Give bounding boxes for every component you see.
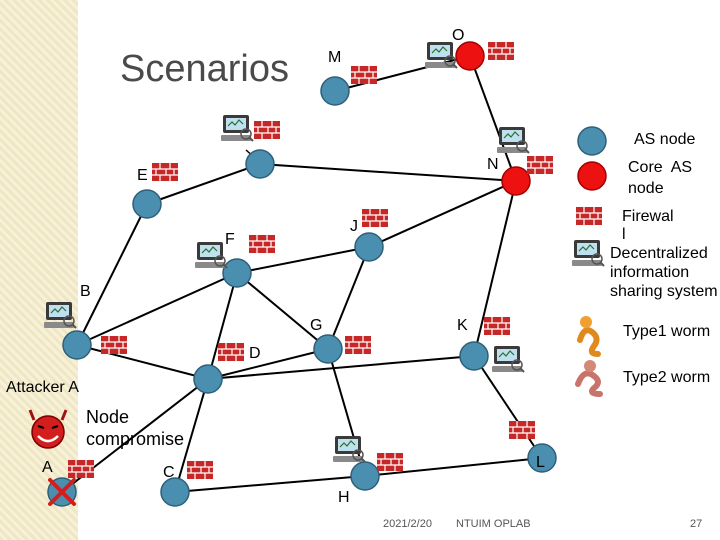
legend-core-node: Core AS node xyxy=(628,159,693,197)
firewall-icon xyxy=(508,420,536,440)
footer-date: 2021/2/20 xyxy=(383,518,432,530)
as-node-top xyxy=(245,149,275,179)
as-node-c xyxy=(160,477,190,507)
firewall-icon xyxy=(483,316,511,336)
devil-icon xyxy=(28,409,68,449)
link-c-h xyxy=(174,475,366,493)
link-n-k xyxy=(473,180,517,357)
link-f-j xyxy=(236,246,370,274)
type1-worm-icon xyxy=(577,316,601,357)
computer-icon xyxy=(332,435,366,463)
node-label-a: A xyxy=(42,459,53,476)
footer-org: NTUIM OPLAB xyxy=(456,518,531,530)
attacker-label: Attacker A xyxy=(6,379,79,396)
link-f-d xyxy=(207,272,238,380)
link-b-d xyxy=(76,344,209,380)
legend-firewall: Firewal l xyxy=(622,208,674,244)
as-node-k xyxy=(459,341,489,371)
computer-icon xyxy=(491,345,525,373)
node-compromise-label: Node compromise xyxy=(86,407,185,449)
firewall-icon xyxy=(361,208,389,228)
link-g-h xyxy=(327,348,366,477)
compromised-x-icon xyxy=(48,478,76,506)
link-k-d xyxy=(207,355,475,380)
computer-icon xyxy=(571,239,605,267)
firewall-icon xyxy=(67,459,95,479)
computer-icon xyxy=(424,41,458,69)
firewall-icon xyxy=(350,65,378,85)
node-label-c: C xyxy=(163,464,175,481)
firewall-icon xyxy=(248,234,276,254)
link-m-o xyxy=(334,55,471,92)
as-node-b xyxy=(62,330,92,360)
as-node-j xyxy=(354,232,384,262)
link-top-n xyxy=(259,163,517,182)
link-d-c xyxy=(174,378,209,493)
node-label-g: G xyxy=(310,317,323,334)
as-node-l xyxy=(527,443,557,473)
page-title: Scenarios xyxy=(120,48,289,90)
as-node-f xyxy=(222,258,252,288)
firewall-icon xyxy=(487,41,515,61)
link-n-j xyxy=(368,180,517,248)
legend-as-node-icon xyxy=(577,126,607,156)
firewall-icon xyxy=(253,120,281,140)
firewall-icon xyxy=(100,335,128,355)
legend-core-node-icon xyxy=(577,161,607,191)
computer-icon xyxy=(496,126,530,154)
computer-icon xyxy=(220,114,254,142)
link-o-n xyxy=(469,55,517,182)
node-label-o: O xyxy=(452,27,465,44)
core-node-n xyxy=(501,166,531,196)
firewall-icon xyxy=(151,162,179,182)
computer-icon xyxy=(43,301,77,329)
firewall-icon xyxy=(376,452,404,472)
as-node-e xyxy=(132,189,162,219)
node-label-l: L xyxy=(536,454,545,471)
core-node-o xyxy=(455,41,485,71)
legend-type2-worm: Type2 worm xyxy=(623,369,711,386)
link-j-g xyxy=(327,246,370,350)
decorative-stripe xyxy=(0,0,78,540)
as-node-d xyxy=(193,364,223,394)
link-f-b xyxy=(76,272,238,346)
link-e-b xyxy=(76,203,148,346)
type2-worm-icon xyxy=(575,360,603,397)
node-label-e: E xyxy=(137,167,148,184)
legend-as-node: AS node xyxy=(634,131,696,148)
link-g-d xyxy=(207,348,329,380)
as-node-g xyxy=(313,334,343,364)
node-label-h: H xyxy=(338,489,350,506)
node-label-j: J xyxy=(350,218,358,235)
node-label-k: K xyxy=(457,317,468,334)
node-label-m: M xyxy=(328,49,342,66)
firewall-icon xyxy=(526,155,554,175)
link-top-e xyxy=(146,163,261,205)
network-links xyxy=(61,55,543,493)
link-h-l xyxy=(364,457,543,477)
computer-icon xyxy=(194,241,228,269)
as-node-m xyxy=(320,76,350,106)
node-label-f: F xyxy=(225,231,235,248)
firewall-icon xyxy=(186,460,214,480)
firewall-icon xyxy=(575,206,603,226)
computer-icons xyxy=(43,41,605,463)
node-label-n: N xyxy=(487,156,499,173)
legend-info-sharing: Decentralized information sharing system xyxy=(610,245,718,301)
link-f-g xyxy=(236,272,329,350)
footer-page-number: 27 xyxy=(690,518,703,530)
firewall-icon xyxy=(344,335,372,355)
link-k-l xyxy=(473,355,543,459)
node-label-d: D xyxy=(249,345,261,362)
node-label-b: B xyxy=(80,283,91,300)
as-node-h xyxy=(350,461,380,491)
legend-type1-worm: Type1 worm xyxy=(623,323,711,340)
firewall-icon xyxy=(217,342,245,362)
